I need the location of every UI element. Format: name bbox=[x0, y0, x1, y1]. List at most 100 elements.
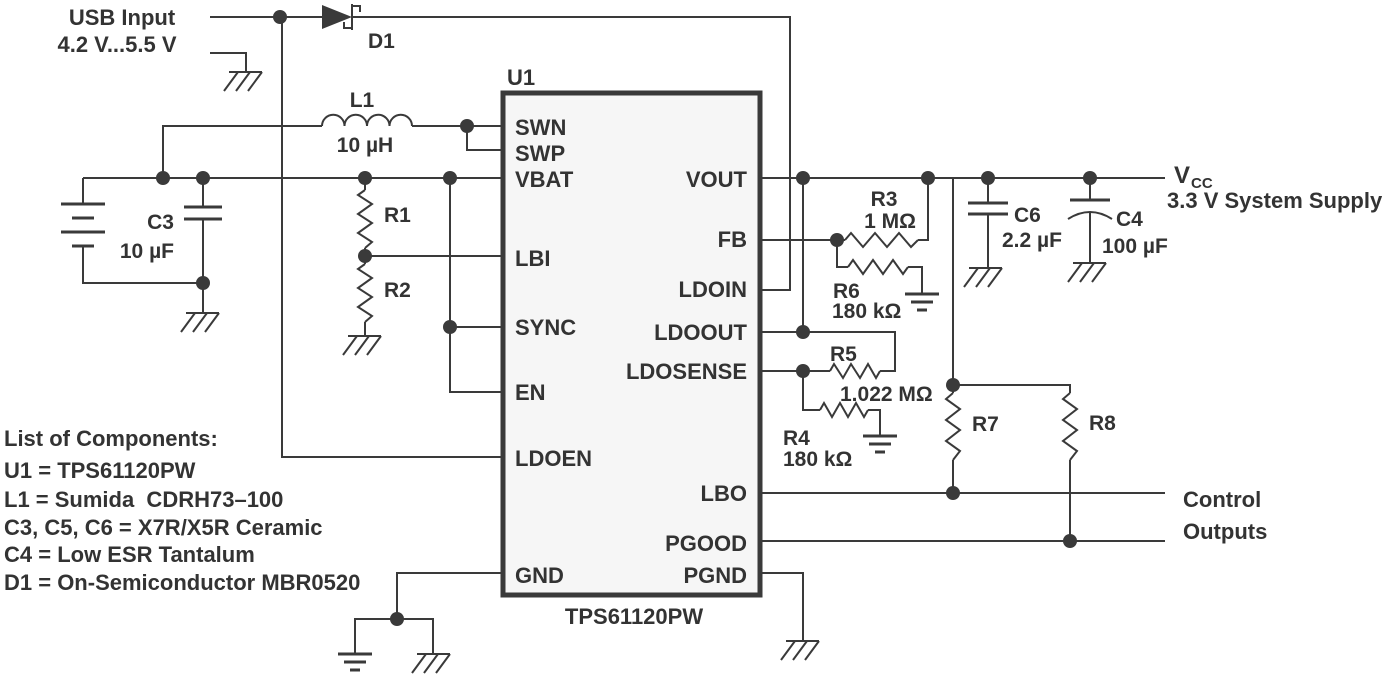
resistor-r4 bbox=[819, 400, 869, 420]
r4-ref: R4 bbox=[783, 427, 810, 450]
r4-value: 180 kΩ bbox=[783, 448, 852, 471]
ic-body bbox=[500, 90, 763, 598]
earth-ground-gnd bbox=[336, 652, 374, 672]
c3-ref: C3 bbox=[147, 211, 174, 234]
c3-value: 10 µF bbox=[120, 240, 174, 263]
wire-usb-ground bbox=[210, 52, 247, 72]
pin-en: EN bbox=[515, 380, 546, 405]
earth-ground-r6 bbox=[903, 292, 941, 312]
c6-plates bbox=[968, 201, 1008, 216]
resistor-r5 bbox=[829, 361, 881, 381]
r2-ref: R2 bbox=[384, 279, 411, 302]
chassis-ground-c6 bbox=[963, 267, 1003, 288]
chassis-ground-c4 bbox=[1067, 262, 1107, 283]
c4-value: 100 µF bbox=[1102, 235, 1168, 258]
bom-item-d1: D1 = On-Semiconductor MBR0520 bbox=[4, 570, 360, 595]
wire-battery bbox=[82, 178, 203, 284]
bom-item-u1: U1 = TPS61120PW bbox=[4, 458, 196, 483]
vcc-subscript: CC bbox=[1191, 175, 1213, 192]
chassis-ground-usb bbox=[223, 71, 263, 92]
pin-ldosense: LDOSENSE bbox=[626, 359, 747, 384]
resistor-r1 bbox=[356, 189, 374, 249]
bom-item-l1: L1 = Sumida CDRH73–100 bbox=[4, 487, 283, 512]
ic-ref: U1 bbox=[507, 65, 535, 90]
bom-item-c3: C3, C5, C6 = X7R/X5R Ceramic bbox=[4, 515, 323, 540]
component-list: List of Components: U1 = TPS61120PW L1 =… bbox=[4, 426, 360, 595]
wire-ldoout-r5 bbox=[760, 331, 896, 372]
diode-d1 bbox=[322, 4, 361, 30]
r3-value: 1 MΩ bbox=[864, 210, 916, 233]
r8-ref: R8 bbox=[1089, 412, 1116, 435]
wire-r1-r2-lbi bbox=[364, 178, 503, 336]
diode-triangle bbox=[322, 5, 352, 29]
pin-swp: SWP bbox=[515, 141, 565, 166]
junction-dots bbox=[156, 10, 1097, 626]
capacitor-c6 bbox=[968, 201, 1008, 216]
chassis-ground-r2 bbox=[342, 335, 382, 356]
usb-range-label: 4.2 V...5.5 V bbox=[57, 32, 176, 57]
supply-desc: 3.3 V System Supply bbox=[1167, 188, 1383, 213]
r6-value: 180 kΩ bbox=[832, 300, 901, 323]
chassis-ground-c3 bbox=[180, 312, 220, 333]
wire-l1-swn-swp bbox=[162, 125, 503, 178]
pin-pgnd: PGND bbox=[683, 563, 747, 588]
ic-part-number: TPS61120PW bbox=[565, 604, 703, 629]
resistor-r7 bbox=[944, 392, 962, 461]
pin-sync: SYNC bbox=[515, 315, 576, 340]
pin-swn: SWN bbox=[515, 115, 566, 140]
l1-value: 10 µH bbox=[337, 134, 393, 157]
resistor-r6 bbox=[847, 258, 909, 276]
battery-plates bbox=[61, 202, 105, 248]
wire-r6-ground bbox=[836, 240, 923, 294]
r1-ref: R1 bbox=[384, 204, 411, 227]
pin-ldoout: LDOOUT bbox=[654, 320, 747, 345]
pin-ldoen: LDOEN bbox=[515, 446, 592, 471]
pin-lbi: LBI bbox=[515, 246, 550, 271]
c4-ref: C4 bbox=[1116, 208, 1143, 231]
capacitor-c3 bbox=[184, 205, 222, 221]
capacitor-c4 bbox=[1067, 198, 1113, 220]
inductor-coils bbox=[321, 113, 413, 127]
earth-ground-r4 bbox=[861, 434, 899, 454]
c6-value: 2.2 µF bbox=[1002, 229, 1062, 252]
wire-usb-to-ldoen bbox=[281, 17, 503, 458]
r3-ref: R3 bbox=[871, 188, 898, 211]
wire-gnd bbox=[354, 572, 503, 654]
bom-item-c4: C4 = Low ESR Tantalum bbox=[4, 542, 255, 567]
pin-vbat: VBAT bbox=[515, 167, 574, 192]
inductor-l1 bbox=[321, 113, 413, 127]
diode-schottky-bar bbox=[343, 4, 361, 30]
pin-pgood: PGOOD bbox=[665, 531, 747, 556]
battery-symbol bbox=[61, 202, 105, 248]
wire-r7-r8 bbox=[952, 178, 1071, 541]
wire-pgnd bbox=[760, 572, 804, 641]
chassis-ground-gnd bbox=[411, 653, 451, 674]
resistor-r3 bbox=[844, 231, 919, 249]
wire-d1-to-ldoin bbox=[352, 16, 791, 291]
c4-plate-curved bbox=[1067, 211, 1113, 220]
wire-r4-ground bbox=[802, 371, 881, 436]
c3-plates bbox=[184, 205, 222, 221]
r5-ref: R5 bbox=[830, 343, 857, 366]
vcc-label: V bbox=[1174, 162, 1190, 189]
chassis-ground-pgnd bbox=[780, 640, 820, 661]
c6-ref: C6 bbox=[1014, 204, 1041, 227]
resistor-r2 bbox=[356, 263, 374, 323]
r5-value: 1.022 MΩ bbox=[840, 383, 933, 406]
usb-input-label: USB Input bbox=[69, 5, 176, 30]
r6-ref: R6 bbox=[833, 280, 860, 303]
pin-lbo: LBO bbox=[701, 481, 747, 506]
resistor-r8 bbox=[1061, 392, 1079, 461]
control-label-line2: Outputs bbox=[1183, 519, 1267, 544]
bom-title: List of Components: bbox=[4, 426, 218, 451]
l1-ref: L1 bbox=[350, 89, 375, 112]
control-label-line1: Control bbox=[1183, 487, 1261, 512]
pin-gnd: GND bbox=[515, 563, 564, 588]
d1-ref: D1 bbox=[368, 30, 395, 53]
pin-ldoin: LDOIN bbox=[679, 277, 747, 302]
pin-fb: FB bbox=[718, 227, 747, 252]
r7-ref: R7 bbox=[972, 413, 999, 436]
wire-sync-en bbox=[449, 178, 503, 393]
